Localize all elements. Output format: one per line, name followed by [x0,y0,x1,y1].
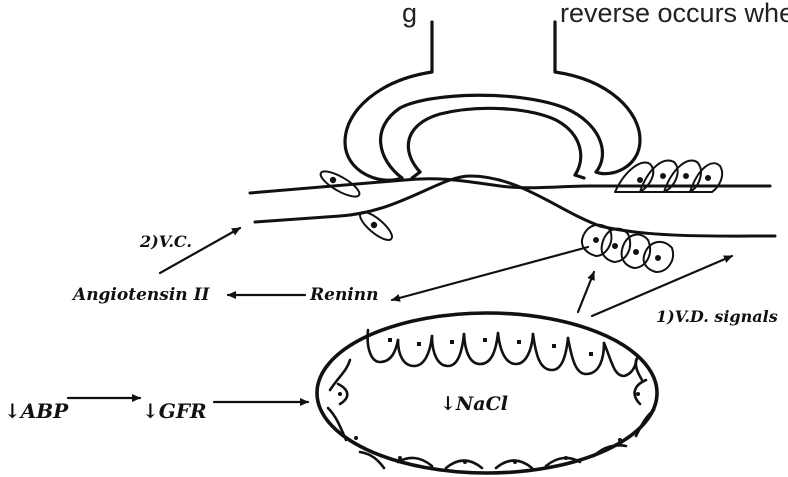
label-angiotensin: Angiotensin II [71,285,211,305]
label-nacl: ↓NaCl [440,393,508,415]
label-vc: 2)V.C. [139,232,192,251]
granular-cells-right [582,160,722,272]
arrow-cells-to-renin [392,247,588,300]
label-vd-signals: 1)V.D. signals [656,307,778,326]
label-abp: ↓ABP [4,399,69,423]
header-fragment-2: reverse occurs when G [560,0,788,28]
arrows [68,228,732,402]
arteriole-loop [345,22,640,180]
label-renin: Reninn [309,285,378,305]
header-fragment: g [402,0,417,28]
label-gfr: ↓GFR [142,399,207,423]
arrow-md-to-cells [578,272,594,312]
